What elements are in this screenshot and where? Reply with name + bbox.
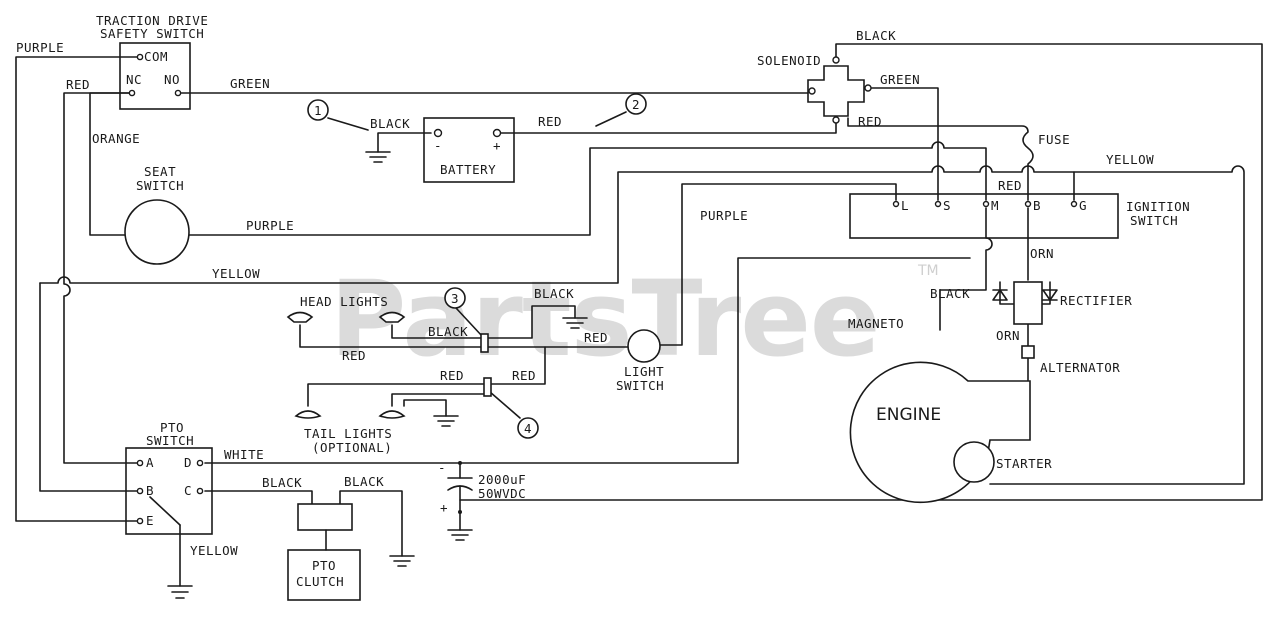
capacitor-pos: + bbox=[440, 500, 448, 515]
pto-terminal-b: B bbox=[146, 483, 154, 498]
wire-label-black-battery: BLACK bbox=[370, 116, 410, 131]
battery-label: BATTERY bbox=[440, 162, 496, 177]
capacitor-neg: - bbox=[438, 460, 446, 475]
traction-switch-title-1: TRACTION DRIVE bbox=[96, 13, 208, 28]
pto-terminal-e: E bbox=[146, 513, 154, 528]
wire-label-purple-light: PURPLE bbox=[700, 208, 748, 223]
head-lights-label: HEAD LIGHTS bbox=[300, 294, 388, 309]
callout-4: 4 bbox=[524, 421, 532, 436]
callouts: 1 2 3 4 bbox=[307, 93, 647, 439]
wire-label-purple-top: PURPLE bbox=[16, 40, 64, 55]
wire-label-black-headlight-ground: BLACK bbox=[534, 286, 574, 301]
ignition-switch-label-1: IGNITION bbox=[1126, 199, 1190, 214]
ignition-terminal-g: G bbox=[1079, 198, 1087, 213]
seat-switch-label-1: SEAT bbox=[144, 164, 176, 179]
wire-label-orn-top: ORN bbox=[1030, 246, 1054, 261]
wire-label-red-solenoid: RED bbox=[858, 114, 882, 129]
wire-label-red-battery: RED bbox=[538, 114, 562, 129]
watermark: PartsTree TM bbox=[330, 258, 939, 380]
wire-label-red-taillight-2: RED bbox=[512, 368, 536, 383]
light-switch-label-2: SWITCH bbox=[616, 378, 664, 393]
ignition-terminal-l: L bbox=[901, 198, 909, 213]
wire-label-red-taillight-1: RED bbox=[440, 368, 464, 383]
wire-label-red-nc: RED bbox=[66, 77, 90, 92]
wire-label-purple-seat: PURPLE bbox=[246, 218, 294, 233]
wire-label-yellow-pto: YELLOW bbox=[190, 543, 238, 558]
watermark-text: PartsTree bbox=[330, 258, 879, 380]
magneto-label: MAGNETO bbox=[848, 316, 904, 331]
engine-assembly: ENGINE MAGNETO ALTERNATOR STARTER bbox=[848, 316, 1120, 504]
pto-terminal-d: D bbox=[184, 455, 192, 470]
ignition-terminal-b: B bbox=[1033, 198, 1041, 213]
fuse-label: FUSE bbox=[1038, 132, 1070, 147]
head-lights: HEAD LIGHTS bbox=[286, 294, 588, 353]
wire-label-black-pto-2: BLACK bbox=[344, 474, 384, 489]
ignition-terminal-m: M bbox=[991, 198, 999, 213]
capacitor-label-2: 50WVDC bbox=[478, 486, 526, 501]
wire-labels: PURPLE RED GREEN ORANGE BLACK RED BLACK … bbox=[16, 28, 1154, 558]
pto-terminal-a: A bbox=[146, 455, 154, 470]
ignition-switch-label-2: SWITCH bbox=[1130, 213, 1178, 228]
wire-label-black-pto-1: BLACK bbox=[262, 475, 302, 490]
callout-3: 3 bbox=[451, 291, 459, 306]
traction-nc-label: NC bbox=[126, 72, 142, 87]
pto-terminal-c: C bbox=[184, 483, 192, 498]
wire-label-red-headlight: RED bbox=[342, 348, 366, 363]
wire-label-green-solenoid: GREEN bbox=[880, 72, 920, 87]
engine-label: ENGINE bbox=[876, 405, 941, 425]
tail-lights-label-1: TAIL LIGHTS bbox=[304, 426, 392, 441]
seat-switch: SEAT SWITCH bbox=[124, 164, 190, 265]
battery: - + BATTERY bbox=[365, 117, 515, 183]
tail-lights: TAIL LIGHTS (OPTIONAL) bbox=[294, 377, 492, 455]
capacitor: - + 2000uF 50WVDC bbox=[438, 460, 526, 541]
pto-switch-label-2: SWITCH bbox=[146, 433, 194, 448]
wire-label-orange: ORANGE bbox=[92, 131, 140, 146]
capacitor-label-1: 2000uF bbox=[478, 472, 526, 487]
pto-clutch: PTO CLUTCH bbox=[287, 503, 415, 601]
wire-label-black-headlight: BLACK bbox=[428, 324, 468, 339]
tail-lights-label-2: (OPTIONAL) bbox=[312, 440, 392, 455]
traction-com-label: COM bbox=[144, 49, 168, 64]
wire-label-white: WHITE bbox=[224, 447, 264, 462]
traction-no-label: NO bbox=[164, 72, 180, 87]
light-switch-label-1: LIGHT bbox=[624, 364, 664, 379]
pto-switch: PTO SWITCH A B E D C bbox=[125, 420, 213, 599]
ignition-terminal-s: S bbox=[943, 198, 951, 213]
traction-drive-safety-switch: TRACTION DRIVE SAFETY SWITCH COM NC NO bbox=[96, 13, 208, 110]
wire-label-green-no: GREEN bbox=[230, 76, 270, 91]
ignition-switch: L S M B G IGNITION SWITCH bbox=[849, 193, 1190, 239]
watermark-tm: TM bbox=[917, 263, 939, 279]
wire-label-yellow-long: YELLOW bbox=[212, 266, 260, 281]
fuse: FUSE bbox=[1038, 132, 1070, 147]
wire-label-black-magneto: BLACK bbox=[930, 286, 970, 301]
wire-label-orn-bottom: ORN bbox=[996, 328, 1020, 343]
light-switch: LIGHT SWITCH bbox=[616, 329, 664, 393]
callout-1: 1 bbox=[314, 103, 322, 118]
battery-pos-label: + bbox=[493, 138, 501, 153]
rectifier: RECTIFIER bbox=[992, 281, 1132, 359]
wire-label-red-lightswitch: RED bbox=[584, 330, 608, 345]
callout-2: 2 bbox=[632, 97, 640, 112]
rectifier-label: RECTIFIER bbox=[1060, 293, 1132, 308]
alternator-label: ALTERNATOR bbox=[1040, 360, 1120, 375]
wire-label-black-solenoid: BLACK bbox=[856, 28, 896, 43]
battery-neg-label: - bbox=[434, 138, 442, 153]
pto-clutch-label-1: PTO bbox=[312, 558, 336, 573]
pto-clutch-label-2: CLUTCH bbox=[296, 574, 344, 589]
traction-switch-title-2: SAFETY SWITCH bbox=[100, 26, 204, 41]
seat-switch-label-2: SWITCH bbox=[136, 178, 184, 193]
solenoid-label: SOLENOID bbox=[757, 53, 821, 68]
starter-label: STARTER bbox=[996, 456, 1052, 471]
wire-label-red-ignition: RED bbox=[998, 178, 1022, 193]
pto-switch-label-1: PTO bbox=[160, 420, 184, 435]
wire-label-yellow-right: YELLOW bbox=[1106, 152, 1154, 167]
solenoid: SOLENOID bbox=[757, 53, 872, 124]
